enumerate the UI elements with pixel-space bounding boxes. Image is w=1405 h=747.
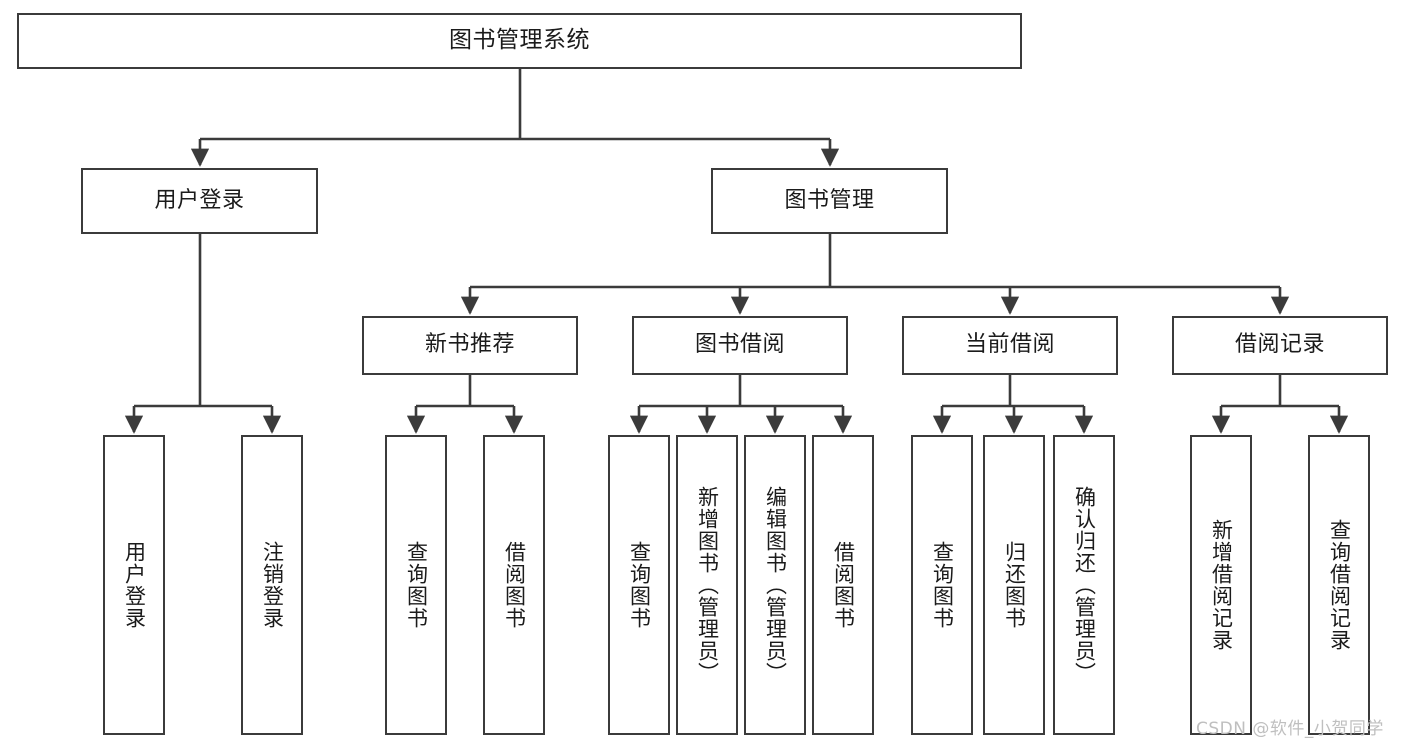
node-book-manage[interactable]: 图书管理 bbox=[711, 168, 948, 234]
node-label: 新增借阅记录 bbox=[1209, 519, 1234, 651]
node-label: 图书借阅 bbox=[694, 332, 785, 358]
node-label: 新书推荐 bbox=[424, 332, 515, 358]
node-label: 归还图书 bbox=[1002, 541, 1027, 629]
node-leaf-borrow-edit[interactable]: 编辑图书（管理员） bbox=[744, 435, 806, 735]
node-label: 注销登录 bbox=[260, 541, 285, 629]
node-label: 确认归还（管理员） bbox=[1072, 486, 1097, 684]
node-label: 用户登录 bbox=[154, 187, 245, 213]
node-leaf-cur-return[interactable]: 归还图书 bbox=[983, 435, 1045, 735]
node-leaf-cur-confirm[interactable]: 确认归还（管理员） bbox=[1053, 435, 1115, 735]
node-user-login[interactable]: 用户登录 bbox=[81, 168, 318, 234]
node-book-borrow[interactable]: 图书借阅 bbox=[632, 316, 848, 375]
node-leaf-borrow-query[interactable]: 查询图书 bbox=[608, 435, 670, 735]
node-label: 查询图书 bbox=[930, 541, 955, 629]
node-leaf-rec-borrow[interactable]: 借阅图书 bbox=[483, 435, 545, 735]
node-current-borrow[interactable]: 当前借阅 bbox=[902, 316, 1118, 375]
node-new-book-rec[interactable]: 新书推荐 bbox=[362, 316, 578, 375]
node-label: 新增图书（管理员） bbox=[695, 486, 720, 684]
csdn-watermark: CSDN @软件_小贺同学 bbox=[1196, 719, 1384, 739]
node-leaf-user-logout[interactable]: 注销登录 bbox=[241, 435, 303, 735]
node-leaf-cur-query[interactable]: 查询图书 bbox=[911, 435, 973, 735]
node-leaf-borrow-lend[interactable]: 借阅图书 bbox=[812, 435, 874, 735]
node-label: 查询图书 bbox=[627, 541, 652, 629]
node-root[interactable]: 图书管理系统 bbox=[17, 13, 1022, 69]
node-label: 图书管理 bbox=[784, 187, 875, 213]
node-label: 借阅记录 bbox=[1234, 332, 1325, 358]
node-label: 编辑图书（管理员） bbox=[763, 486, 788, 684]
node-borrow-record[interactable]: 借阅记录 bbox=[1172, 316, 1388, 375]
node-label: 用户登录 bbox=[122, 541, 147, 629]
node-label: 借阅图书 bbox=[502, 541, 527, 629]
node-leaf-rec-add[interactable]: 新增借阅记录 bbox=[1190, 435, 1252, 735]
node-label: 查询图书 bbox=[404, 541, 429, 629]
node-label: 图书管理系统 bbox=[449, 27, 590, 54]
node-leaf-rec-query2[interactable]: 查询借阅记录 bbox=[1308, 435, 1370, 735]
node-leaf-user-login[interactable]: 用户登录 bbox=[103, 435, 165, 735]
node-label: 查询借阅记录 bbox=[1327, 519, 1352, 651]
node-leaf-rec-query[interactable]: 查询图书 bbox=[385, 435, 447, 735]
node-label: 借阅图书 bbox=[831, 541, 856, 629]
node-leaf-borrow-add[interactable]: 新增图书（管理员） bbox=[676, 435, 738, 735]
node-label: 当前借阅 bbox=[964, 332, 1055, 358]
